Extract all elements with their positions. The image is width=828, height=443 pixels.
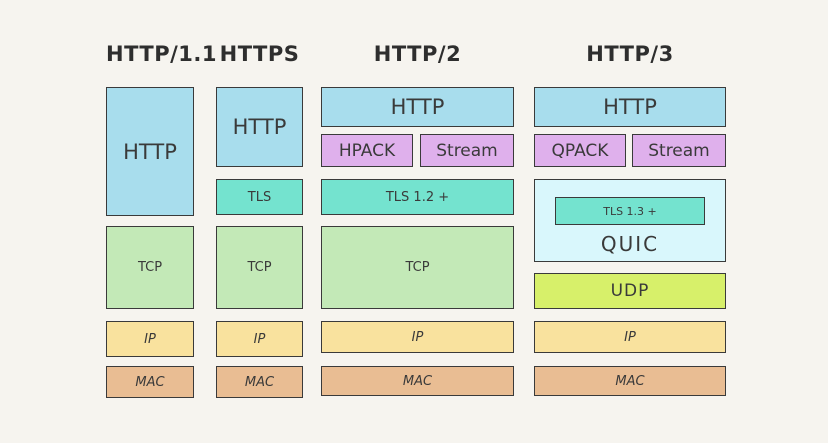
column-title-https: HTTPS <box>219 42 300 66</box>
http3-http-layer: HTTP <box>534 87 726 127</box>
http3-qpack-layer: QPACK <box>534 134 626 167</box>
https-mac-layer: MAC <box>216 366 303 398</box>
http1-1-mac-layer: MAC <box>106 366 194 398</box>
quic-label: QUIC <box>600 232 660 256</box>
http2-tls-layer: TLS 1.2 + <box>321 179 514 215</box>
http3-udp-layer: UDP <box>534 273 726 309</box>
https-tcp-layer: TCP <box>216 226 303 309</box>
http2-mac-layer: MAC <box>321 366 514 396</box>
http3-ip-layer: IP <box>534 321 726 353</box>
http2-tcp-layer: TCP <box>321 226 514 309</box>
http3-tls-layer: TLS 1.3 + <box>555 197 705 225</box>
column-title-http2: HTTP/2 <box>373 42 462 66</box>
https-http-layer: HTTP <box>216 87 303 167</box>
http1-1-http-layer: HTTP <box>106 87 194 216</box>
http1-1-tcp-layer: TCP <box>106 226 194 309</box>
http3-stream-layer: Stream <box>632 134 726 167</box>
http2-ip-layer: IP <box>321 321 514 353</box>
http1-1-ip-layer: IP <box>106 321 194 357</box>
column-title-http3: HTTP/3 <box>586 42 674 66</box>
http3-mac-layer: MAC <box>534 366 726 396</box>
http2-http-layer: HTTP <box>321 87 514 127</box>
https-ip-layer: IP <box>216 321 303 357</box>
http2-stream-layer: Stream <box>420 134 514 167</box>
column-title-http1-1: HTTP/1.1 <box>106 42 217 66</box>
http2-hpack-layer: HPACK <box>321 134 413 167</box>
https-tls-layer: TLS <box>216 179 303 215</box>
